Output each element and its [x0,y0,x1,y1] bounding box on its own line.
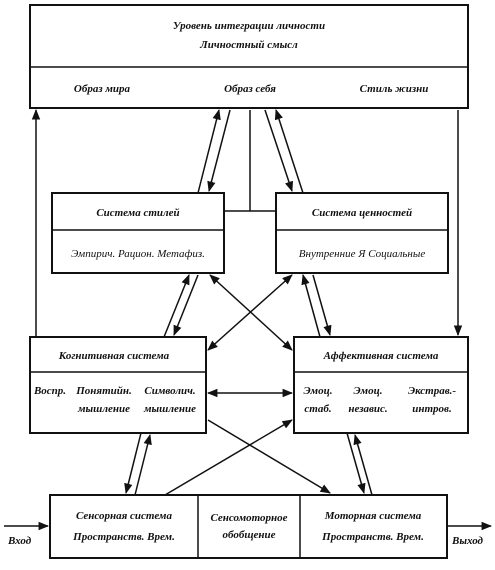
affective-to-motor-arrow [346,432,366,495]
emotional-independence-1: Эмоц. [354,385,383,397]
motor-to-affective-arrow [353,433,373,496]
conceptual-label-2: мышление [77,403,130,415]
top-integration-box: Уровень интеграции личности Личностный с… [29,4,469,109]
perception-label: Воспр. [33,385,66,397]
styles-system-box: Система стилей Эмпирич. Рацион. Метафиз. [51,192,225,274]
personal-meaning-title: Личностный смысл [199,39,298,51]
image-of-world-label: Образ мира [74,83,131,95]
cognitive-to-sensory-arrow [124,432,142,495]
output-label: Выход [451,535,484,547]
styles-system-items: Эмпирич. Рацион. Метафиз. [71,248,205,260]
extraversion-2: интров. [412,403,451,415]
symbolic-label-1: Символич. [144,385,195,397]
symbolic-label-2: мышление [143,403,196,415]
image-of-self-label: Образ себя [224,83,276,95]
integration-title: Уровень интеграции личности [173,20,325,32]
bottom-systems-box: Сенсорная система Пространств. Врем. Сен… [49,494,448,559]
emotional-stability-2: стаб. [304,403,331,415]
self-to-styles-arrow [207,109,231,193]
life-style-label: Стиль жизни [360,83,429,95]
cognitive-to-motor-arrow [207,419,331,494]
values-system-box: Система ценностей Внутренние Я Социальны… [275,192,449,274]
self-to-values-arrow [264,109,293,192]
styles-to-self-arrow [197,108,221,194]
sensory-system-title: Сенсорная система [76,510,172,522]
motor-system-items: Пространств. Врем. [321,531,424,543]
conceptual-label-1: Понятийн. [75,385,131,397]
emotional-independence-2: независ. [348,403,387,415]
affective-to-values-arrow [301,273,321,338]
styles-to-cognitive-arrow [173,274,199,336]
affective-system-title: Аффективная система [323,350,439,362]
input-label: Вход [7,535,32,547]
cognitive-system-title: Когнитивная система [58,350,170,362]
cognitive-system-box: Когнитивная система Воспр. Понятийн. мыш… [29,336,207,434]
values-system-title: Система ценностей [312,207,412,219]
sensory-to-cognitive-arrow [134,433,152,496]
values-system-items: Внутренние Я Социальные [299,248,426,260]
emotional-stability-1: Эмоц. [304,385,333,397]
styles-affective-cross-arrow [209,274,293,351]
values-to-self-arrow [274,109,304,194]
sensory-to-affective-arrow [164,419,293,496]
affective-system-box: Аффективная система Эмоц. стаб. Эмоц. не… [293,336,469,434]
sensorimotor-label-2: обобщение [223,529,276,541]
values-to-affective-arrow [312,274,332,337]
motor-system-title: Моторная система [324,510,422,522]
sensory-system-items: Пространств. Врем. [72,531,175,543]
styles-system-title: Система стилей [96,207,179,219]
extraversion-1: Экстрав.- [408,385,456,397]
sensorimotor-label-1: Сенсомоторное [210,512,287,524]
cognitive-to-styles-arrow [163,274,190,338]
